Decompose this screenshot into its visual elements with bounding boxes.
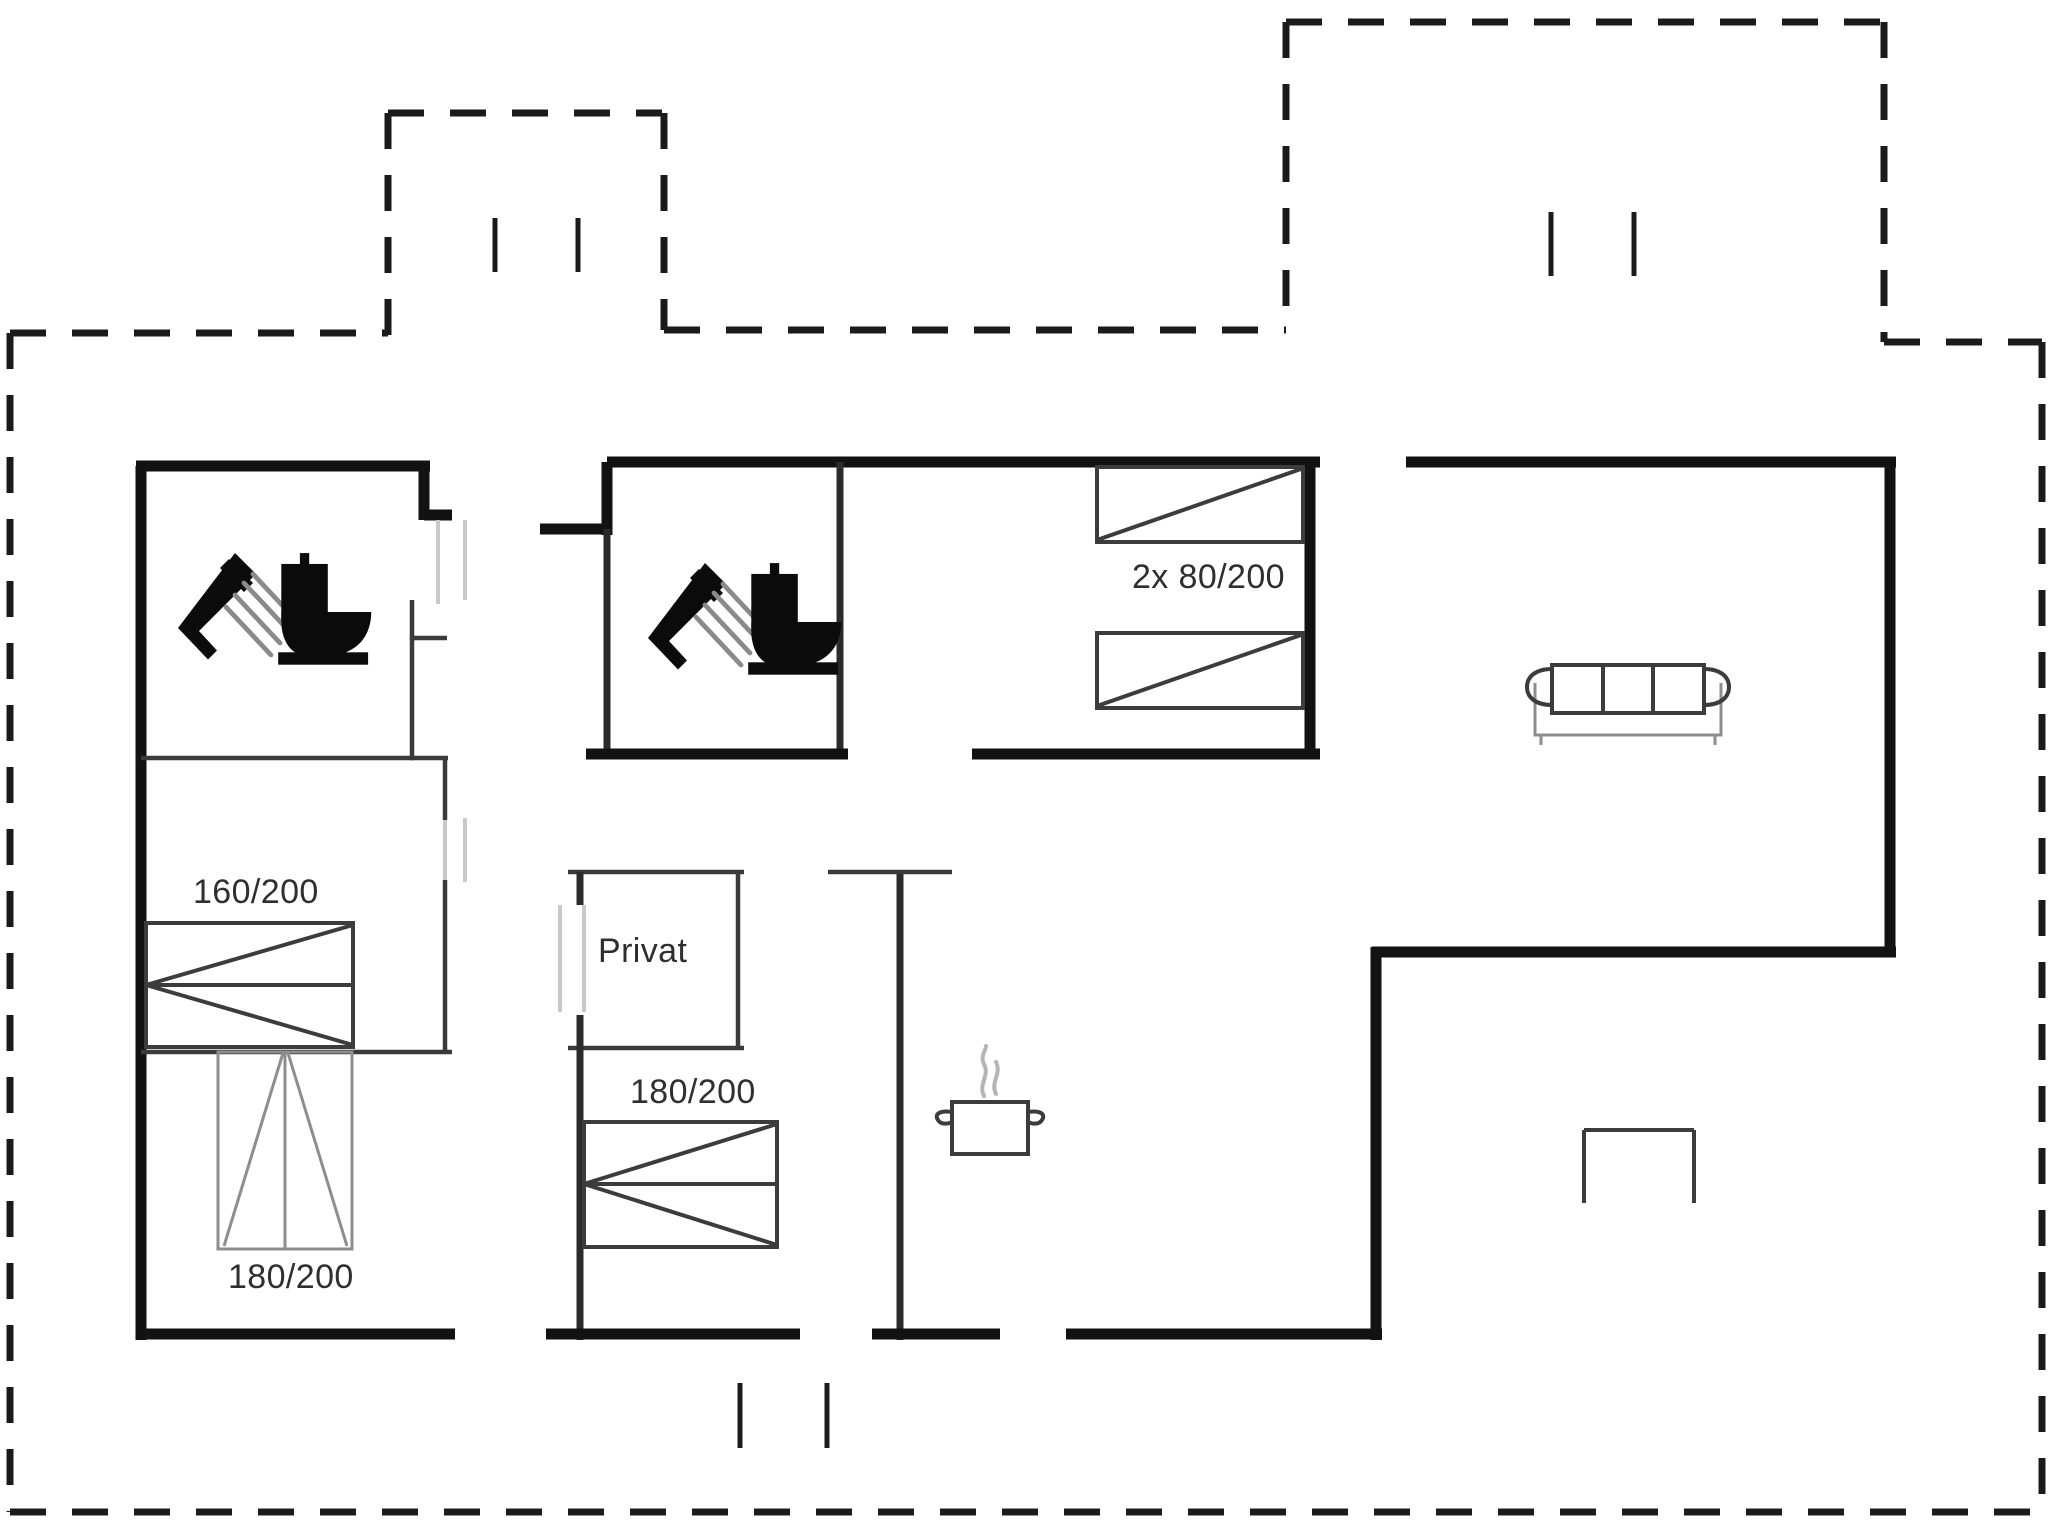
window-180-group xyxy=(216,1050,354,1251)
bathroom-mid-fixtures xyxy=(648,563,842,675)
bed-160-diag-upper xyxy=(145,923,354,987)
label-window-180: 180/200 xyxy=(228,1258,354,1296)
sofa-icon xyxy=(1524,663,1732,745)
counter-unit-shape xyxy=(1582,1128,1696,1203)
bunk-bed-lower xyxy=(1095,631,1305,710)
bunk-bed-upper-diagonal xyxy=(1096,467,1302,542)
bed-180-diag-lower xyxy=(583,1182,778,1247)
roof-outline-dashed xyxy=(6,18,2046,1516)
shower-icon xyxy=(648,563,768,670)
bunk-bed-lower-diagonal xyxy=(1096,633,1302,708)
label-bed-180-mid: 180/200 xyxy=(630,1073,756,1111)
bed-160-group xyxy=(144,921,355,1049)
bathroom-left-fixtures xyxy=(178,553,372,665)
shower-icon xyxy=(178,553,298,660)
toilet-icon xyxy=(748,563,842,675)
building-walls xyxy=(135,456,1896,1340)
label-bunk-beds: 2x 80/200 xyxy=(1132,558,1285,596)
roof-window-ticks xyxy=(492,212,1637,1448)
window-180-diag-left xyxy=(222,1052,285,1247)
cooking-pot-icon xyxy=(934,1044,1046,1156)
window-180-diag-right xyxy=(286,1052,349,1247)
bed-180-diag-upper xyxy=(583,1122,778,1186)
bed-180-mid-group xyxy=(582,1120,779,1249)
counter-unit xyxy=(1582,1128,1696,1203)
toilet-icon xyxy=(278,553,372,665)
label-private-room: Privat xyxy=(598,932,687,970)
bed-160-diag-lower xyxy=(145,983,354,1047)
label-bed-160: 160/200 xyxy=(193,873,319,911)
bunk-bed-upper xyxy=(1095,465,1305,544)
bunk-bed-group xyxy=(1095,465,1305,710)
